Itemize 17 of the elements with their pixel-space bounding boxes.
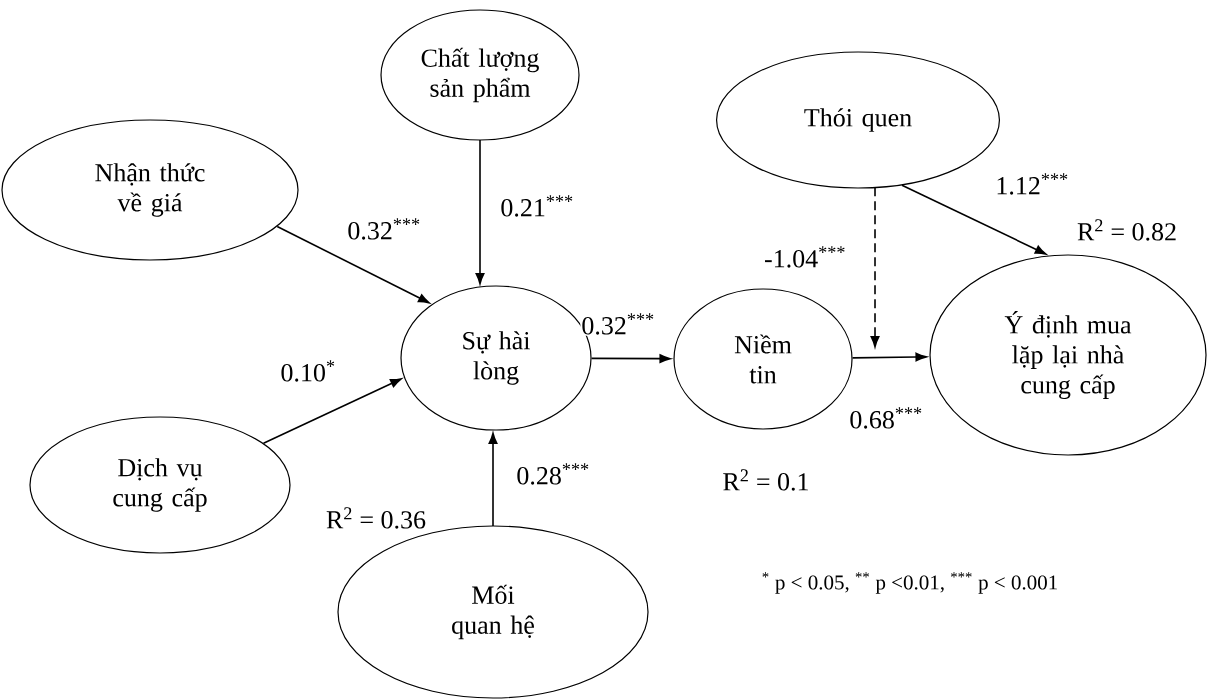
path-arrow (262, 378, 402, 444)
coefficient-label: 0.32$^{***}$ (580, 312, 656, 336)
path-arrow (276, 225, 430, 304)
path-arrow (870, 186, 880, 348)
coefficient-label: 0.32$^{***}$ (346, 217, 422, 241)
path-arrow (475, 139, 485, 285)
path-arrow (851, 352, 927, 362)
path-arrow (488, 432, 498, 527)
r-squared-label: R$^{2}$ = 0.1 (723, 469, 808, 491)
r-squared-label: R$^{2}$ = 0.82 (1077, 219, 1176, 241)
coefficient-label: 0.21$^{***}$ (499, 194, 575, 218)
coefficient-label: 0.28$^{***}$ (515, 462, 591, 486)
path-arrow (901, 184, 1047, 255)
coefficient-label: 0.10$^{*}$ (279, 359, 337, 383)
significance-note: $^{*}$ p < 0.05, $^{**}$ p <0.01, $^{***}$ p < 0.001 (762, 572, 1057, 594)
coefficient-label: -1.04$^{***}$ (763, 245, 847, 269)
path-arrow (590, 354, 671, 364)
